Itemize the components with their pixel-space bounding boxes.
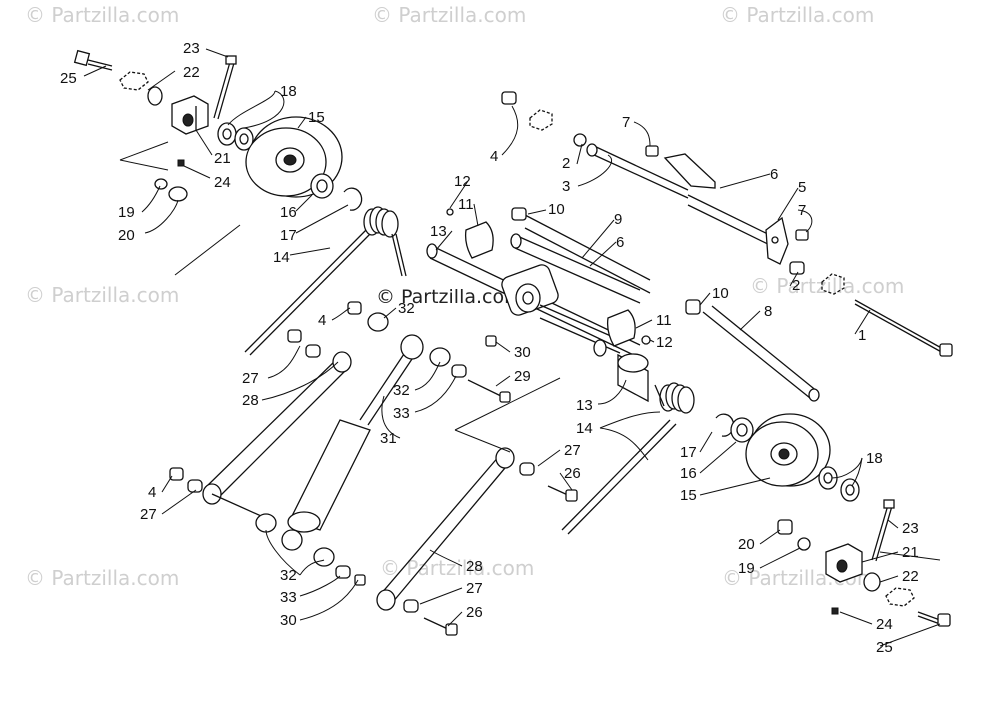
- callout-16: 16: [680, 465, 697, 482]
- callout-8: 8: [764, 303, 772, 320]
- callout-19: 19: [738, 560, 755, 577]
- callout-25: 25: [60, 70, 77, 87]
- watermark: © Partzilla.com: [25, 566, 179, 590]
- callout-12: 12: [454, 173, 471, 190]
- callout-4: 4: [318, 312, 326, 329]
- callout-2: 2: [562, 155, 570, 172]
- shock-absorber: [287, 334, 424, 533]
- callout-27: 27: [242, 370, 259, 387]
- callout-27: 27: [466, 580, 483, 597]
- callout-33: 33: [280, 589, 297, 606]
- callout-18: 18: [866, 450, 883, 467]
- watermarks: © Partzilla.com © Partzilla.com © Partzi…: [25, 3, 904, 590]
- link-arm-right: [376, 447, 515, 611]
- callout-6: 6: [616, 234, 624, 251]
- callout-1: 1: [858, 327, 866, 344]
- callout-11: 11: [656, 312, 672, 329]
- callout-15: 15: [308, 109, 325, 126]
- link-arm-left: [202, 351, 352, 521]
- bolt-25-top: [73, 49, 113, 71]
- callout-24: 24: [876, 616, 893, 633]
- callout-32: 32: [398, 300, 415, 317]
- callout-22: 22: [183, 64, 200, 81]
- callout-29: 29: [514, 368, 531, 385]
- callout-23: 23: [183, 40, 200, 57]
- callout-25: 25: [876, 639, 893, 656]
- parts-artwork: [73, 49, 953, 636]
- callout-13: 13: [430, 223, 447, 240]
- watermark: © Partzilla.com: [380, 556, 534, 580]
- callout-30: 30: [514, 344, 531, 361]
- callout-27: 27: [140, 506, 157, 523]
- callout-15: 15: [680, 487, 697, 504]
- callout-20: 20: [738, 536, 755, 553]
- callout-28: 28: [242, 392, 259, 409]
- torsion-spring-bottom: [561, 382, 695, 535]
- callout-3: 3: [562, 178, 570, 195]
- callout-30: 30: [280, 612, 297, 629]
- callout-7: 7: [798, 202, 806, 219]
- callout-16: 16: [280, 204, 297, 221]
- callout-32: 32: [280, 567, 297, 584]
- callout-6: 6: [770, 166, 778, 183]
- callout-17: 17: [280, 227, 297, 244]
- callout-23: 23: [902, 520, 919, 537]
- pivot-shaft-assembly: [426, 214, 651, 403]
- callout-24: 24: [214, 174, 231, 191]
- callout-13: 13: [576, 397, 593, 414]
- callout-21: 21: [902, 544, 919, 561]
- callout-26: 26: [466, 604, 483, 621]
- watermark-center: © Partzilla.com: [376, 286, 523, 308]
- callout-12: 12: [656, 334, 673, 351]
- callout-5: 5: [798, 179, 806, 196]
- callout-11: 11: [458, 196, 474, 213]
- watermark: © Partzilla.com: [25, 3, 179, 27]
- callout-10: 10: [712, 285, 729, 302]
- callout-labels: 25 23 22 18 15 21 24 19 20 16 17 14 4 12…: [60, 40, 919, 656]
- callout-4: 4: [490, 148, 498, 165]
- torsion-spring-top: [244, 206, 407, 356]
- watermark: © Partzilla.com: [25, 283, 179, 307]
- callout-14: 14: [273, 249, 290, 266]
- callout-33: 33: [393, 405, 410, 422]
- callout-27: 27: [564, 442, 581, 459]
- callout-4: 4: [148, 484, 156, 501]
- callout-26: 26: [564, 465, 581, 482]
- callout-10: 10: [548, 201, 565, 218]
- callout-9: 9: [614, 211, 622, 228]
- callout-31: 31: [380, 430, 397, 447]
- callout-19: 19: [118, 204, 135, 221]
- callout-leaders: [83, 48, 941, 647]
- callout-28: 28: [466, 558, 483, 575]
- watermark: © Partzilla.com: [372, 3, 526, 27]
- callout-22: 22: [902, 568, 919, 585]
- callout-17: 17: [680, 444, 697, 461]
- callout-7: 7: [622, 114, 630, 131]
- callout-20: 20: [118, 227, 135, 244]
- callout-21: 21: [214, 150, 231, 167]
- callout-14: 14: [576, 420, 593, 437]
- callout-18: 18: [280, 83, 297, 100]
- callout-2: 2: [792, 277, 800, 294]
- watermark: © Partzilla.com: [720, 3, 874, 27]
- callout-32: 32: [393, 382, 410, 399]
